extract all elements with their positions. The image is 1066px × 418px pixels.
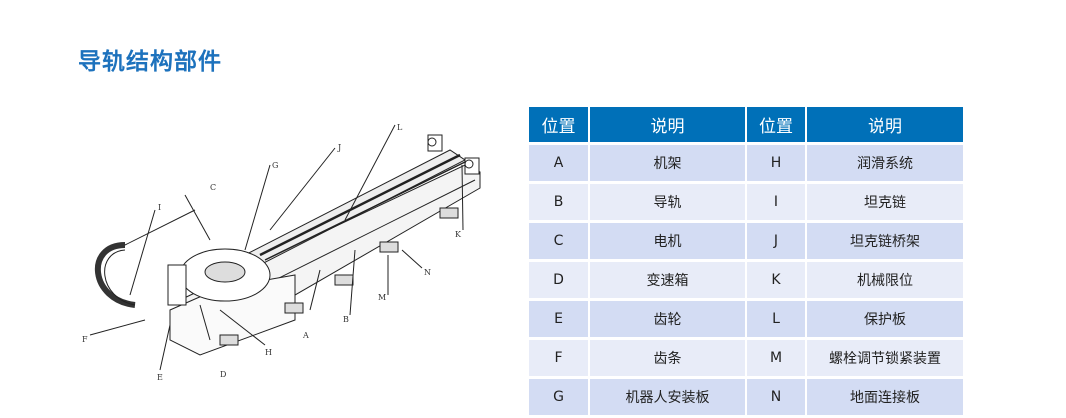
label-B: B bbox=[343, 315, 349, 324]
description-cell: 地面连接板 bbox=[807, 379, 963, 415]
label-D: D bbox=[220, 370, 226, 379]
table-header: 位置 说明 位置 说明 bbox=[529, 107, 963, 142]
label-G: G bbox=[272, 161, 278, 170]
label-F: F bbox=[82, 335, 88, 344]
header-position: 位置 bbox=[529, 107, 588, 142]
position-cell: F bbox=[529, 340, 588, 376]
header-description: 说明 bbox=[807, 107, 963, 142]
position-cell: L bbox=[747, 301, 805, 337]
description-cell: 电机 bbox=[590, 223, 745, 259]
position-cell: C bbox=[529, 223, 588, 259]
description-cell: 保护板 bbox=[807, 301, 963, 337]
description-cell: 齿轮 bbox=[590, 301, 745, 337]
description-cell: 坦克链 bbox=[807, 184, 963, 220]
position-cell: D bbox=[529, 262, 588, 298]
label-L: L bbox=[397, 123, 403, 132]
description-cell: 导轨 bbox=[590, 184, 745, 220]
header-description: 说明 bbox=[590, 107, 745, 142]
label-A: A bbox=[302, 331, 309, 340]
description-cell: 机架 bbox=[590, 145, 745, 181]
label-I: I bbox=[158, 203, 161, 212]
description-cell: 齿条 bbox=[590, 340, 745, 376]
description-cell: 机械限位 bbox=[807, 262, 963, 298]
label-E: E bbox=[157, 373, 163, 382]
position-cell: B bbox=[529, 184, 588, 220]
label-J: J bbox=[337, 143, 341, 152]
rail-structure-diagram: A B C D E F G H I J K L M N bbox=[82, 123, 481, 382]
label-H: H bbox=[265, 348, 272, 357]
description-cell: 变速箱 bbox=[590, 262, 745, 298]
position-cell: M bbox=[747, 340, 805, 376]
position-cell: I bbox=[747, 184, 805, 220]
position-cell: J bbox=[747, 223, 805, 259]
label-M: M bbox=[378, 293, 386, 302]
description-cell: 坦克链桥架 bbox=[807, 223, 963, 259]
description-cell: 机器人安装板 bbox=[590, 379, 745, 415]
position-cell: E bbox=[529, 301, 588, 337]
page-title: 导轨结构部件 bbox=[78, 49, 222, 75]
position-cell: H bbox=[747, 145, 805, 181]
label-C: C bbox=[210, 183, 216, 192]
label-K: K bbox=[455, 230, 462, 239]
header-position: 位置 bbox=[747, 107, 805, 142]
label-N: N bbox=[424, 268, 431, 277]
position-cell: N bbox=[747, 379, 805, 415]
description-cell: 螺栓调节锁紧装置 bbox=[807, 340, 963, 376]
position-cell: G bbox=[529, 379, 588, 415]
position-cell: A bbox=[529, 145, 588, 181]
description-cell: 润滑系统 bbox=[807, 145, 963, 181]
position-cell: K bbox=[747, 262, 805, 298]
